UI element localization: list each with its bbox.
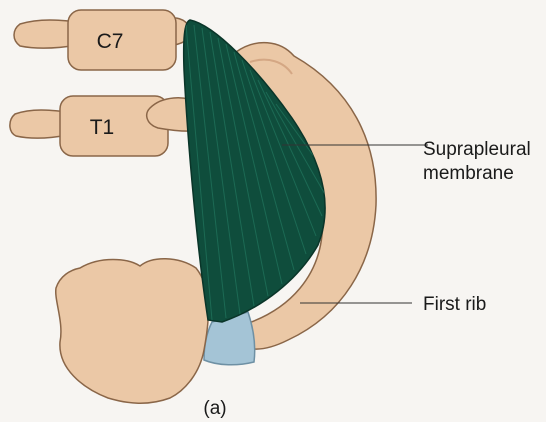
c7-label: C7: [97, 30, 124, 53]
figure-caption: (a): [203, 398, 226, 419]
first-rib-label: First rib: [423, 294, 486, 315]
suprapleural-label-line2: membrane: [423, 163, 514, 184]
suprapleural-label-line1: Suprapleural: [423, 139, 531, 160]
t1-vertebra: T1: [10, 96, 168, 156]
c7-vertebra: C7: [14, 10, 190, 70]
manubrium: [56, 259, 209, 404]
t1-label: T1: [90, 116, 115, 139]
